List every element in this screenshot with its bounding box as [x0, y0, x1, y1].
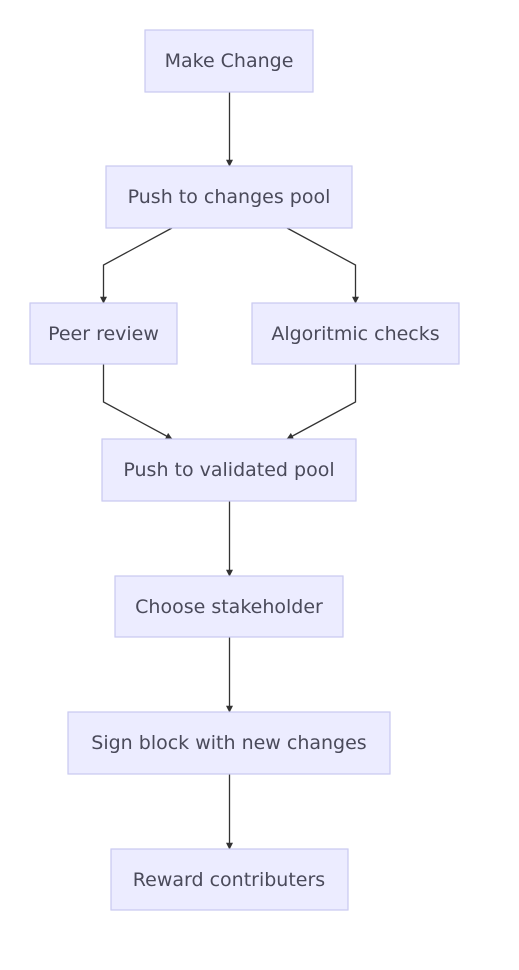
node-label: Make Change: [165, 50, 294, 72]
node-label: Algoritmic checks: [271, 323, 439, 345]
node-box: [114, 575, 344, 638]
node-label: Choose stakeholder: [135, 596, 323, 618]
node-box: [110, 848, 349, 911]
node-label: Reward contributers: [133, 869, 325, 891]
node-push-validated-pool: Push to validated pool: [101, 438, 357, 502]
node-box: [251, 302, 460, 365]
node-push-changes-pool: Push to changes pool: [105, 165, 353, 229]
node-sign-block: Sign block with new changes: [67, 711, 391, 775]
edge-peer-review-to-push-validated-pool: [102, 364, 173, 440]
node-reward-contributers: Reward contributers: [110, 848, 349, 911]
edge-push-changes-pool-to-algorithmic-checks: [286, 227, 359, 304]
node-box: [67, 711, 391, 775]
node-choose-stakeholder: Choose stakeholder: [114, 575, 344, 638]
node-label: Peer review: [48, 323, 159, 345]
node-box: [101, 438, 357, 502]
node-algorithmic-checks: Algoritmic checks: [251, 302, 460, 365]
edges: [100, 92, 359, 850]
node-label: Sign block with new changes: [91, 732, 366, 754]
node-box: [29, 302, 178, 365]
node-label: Push to changes pool: [128, 186, 331, 208]
node-make-change: Make Change: [144, 29, 314, 93]
edge-algorithmic-checks-to-push-validated-pool: [286, 364, 357, 440]
node-peer-review: Peer review: [29, 302, 178, 365]
node-box: [144, 29, 314, 93]
node-label: Push to validated pool: [123, 459, 334, 481]
edge-push-changes-pool-to-peer-review: [100, 227, 173, 304]
node-box: [105, 165, 353, 229]
